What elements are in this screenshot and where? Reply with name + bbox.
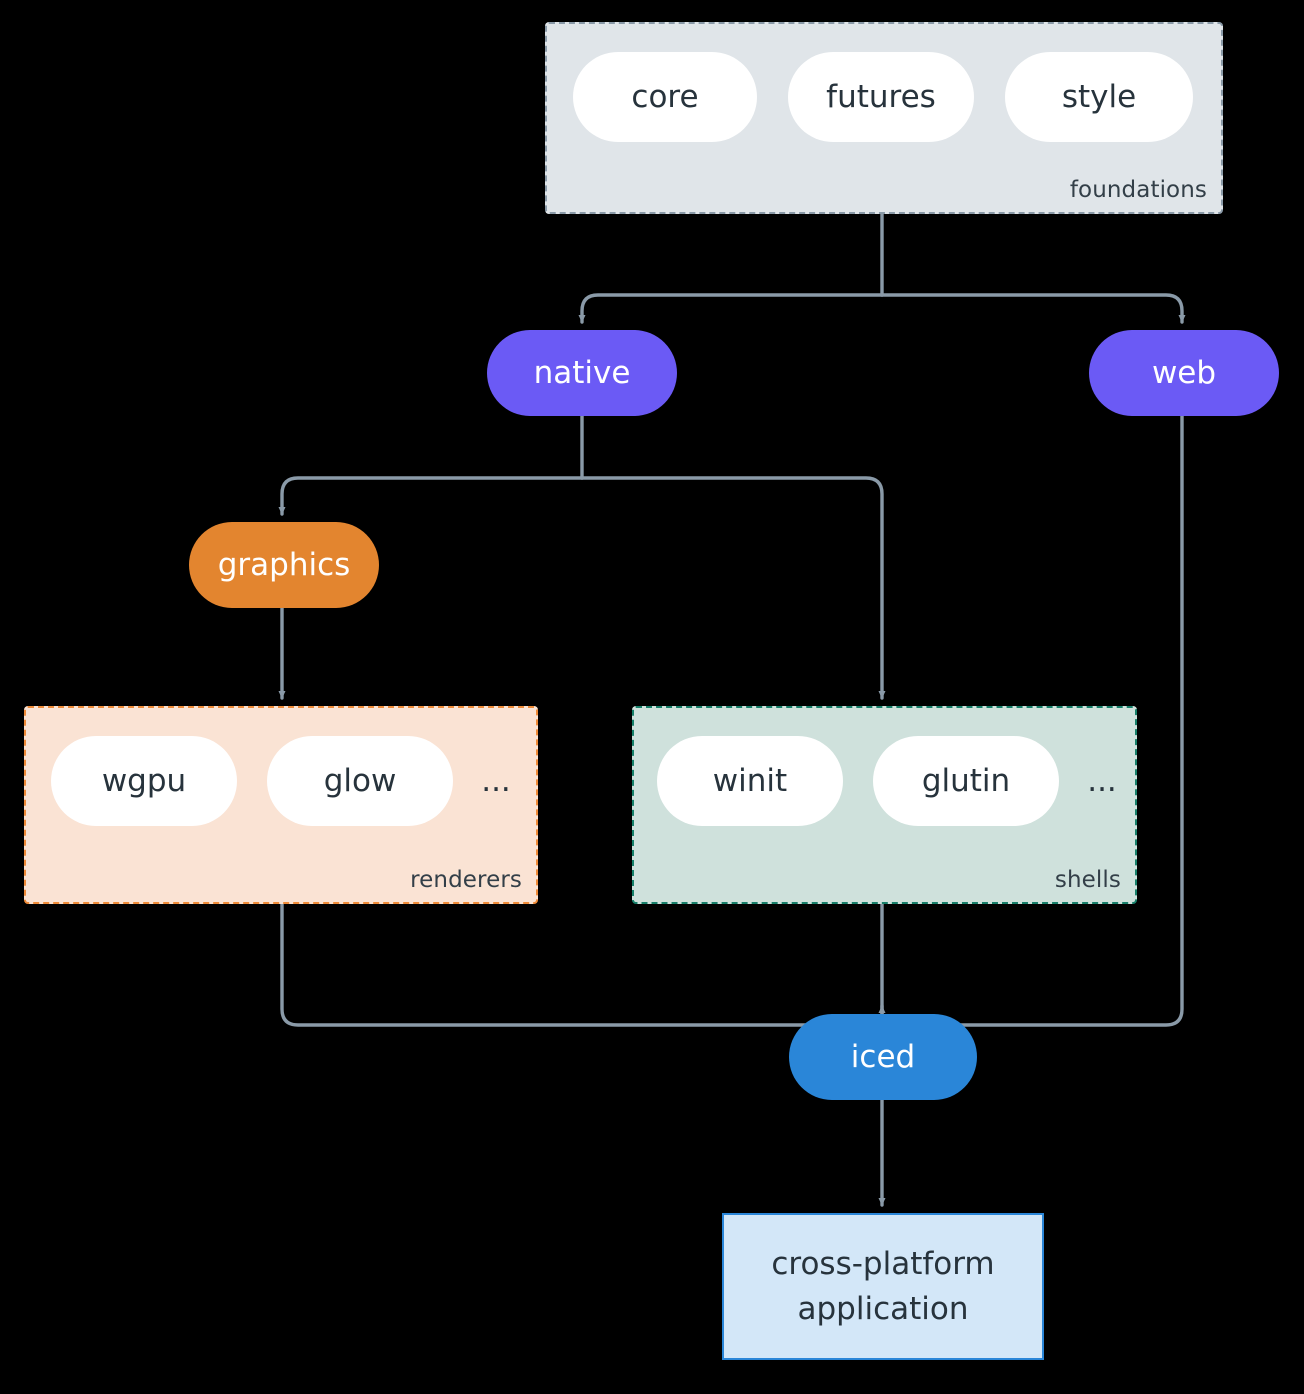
edge-native-to-shells <box>580 476 886 700</box>
node-futures[interactable]: futures <box>788 52 974 142</box>
node-core[interactable]: core <box>573 52 757 142</box>
renderers-ellipsis: ... <box>481 762 511 799</box>
edge-foundations-to-native <box>578 293 884 324</box>
node-winit[interactable]: winit <box>657 736 843 826</box>
edge-renderers-to-merge <box>280 902 884 1027</box>
node-web[interactable]: web <box>1089 330 1279 416</box>
edge-foundations-to-web <box>880 293 1186 324</box>
group-foundations-label: foundations <box>1069 177 1207 203</box>
node-graphics[interactable]: graphics <box>189 522 379 608</box>
node-glow[interactable]: glow <box>267 736 453 826</box>
shells-ellipsis: ... <box>1087 762 1117 799</box>
group-renderers-label: renderers <box>410 867 522 893</box>
edge-native-to-graphics <box>278 476 584 516</box>
group-shells-label: shells <box>1054 867 1121 893</box>
node-cross-platform-application[interactable]: cross-platform application <box>722 1213 1044 1360</box>
node-native[interactable]: native <box>487 330 677 416</box>
application-line-2: application <box>797 1290 969 1327</box>
node-iced[interactable]: iced <box>789 1014 977 1100</box>
node-wgpu[interactable]: wgpu <box>51 736 237 826</box>
application-line-1: cross-platform <box>771 1245 995 1282</box>
node-style[interactable]: style <box>1005 52 1193 142</box>
node-glutin[interactable]: glutin <box>873 736 1059 826</box>
